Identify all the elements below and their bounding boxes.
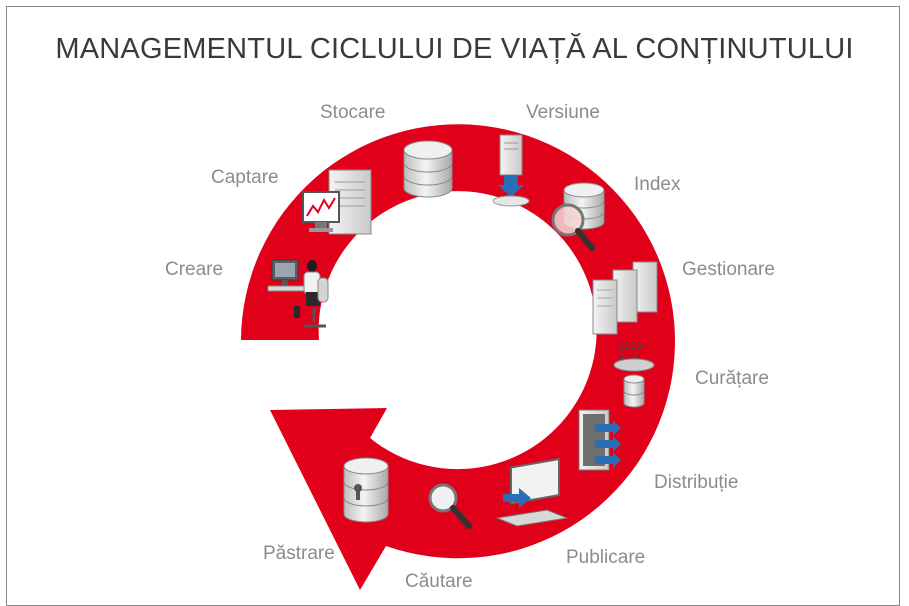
person-at-computer-icon [267,259,329,328]
stage-label-curatare: Curățare [695,368,769,389]
database-lock-icon [343,457,389,523]
magnifier-icon [428,483,472,529]
binary-data-filter-icon: 1110 0101 [613,342,655,408]
monitor-chart-server-icon [302,169,372,235]
stage-label-stocare: Stocare [320,102,385,123]
stage-label-captare: Captare [211,167,279,188]
stage-label-pastrare: Păstrare [263,543,335,564]
server-download-icon [492,134,530,207]
svg-text:1110: 1110 [618,342,642,353]
server-rack-icon [592,261,658,335]
stage-label-publicare: Publicare [566,547,645,568]
database-icon [403,140,453,198]
stage-label-distributie: Distribuție [654,472,738,493]
stage-label-creare: Creare [165,259,223,280]
stage-label-cautare: Căutare [405,571,473,592]
stage-label-index: Index [634,174,681,195]
server-distribution-icon [578,409,621,471]
stage-label-versiune: Versiune [526,102,600,123]
stage-label-gestionare: Gestionare [682,259,775,280]
laptop-publish-icon [495,457,569,527]
page-title: MANAGEMENTUL CICLULUI DE VIAȚĂ AL CONȚIN… [55,33,854,65]
database-magnifier-icon [551,182,605,251]
